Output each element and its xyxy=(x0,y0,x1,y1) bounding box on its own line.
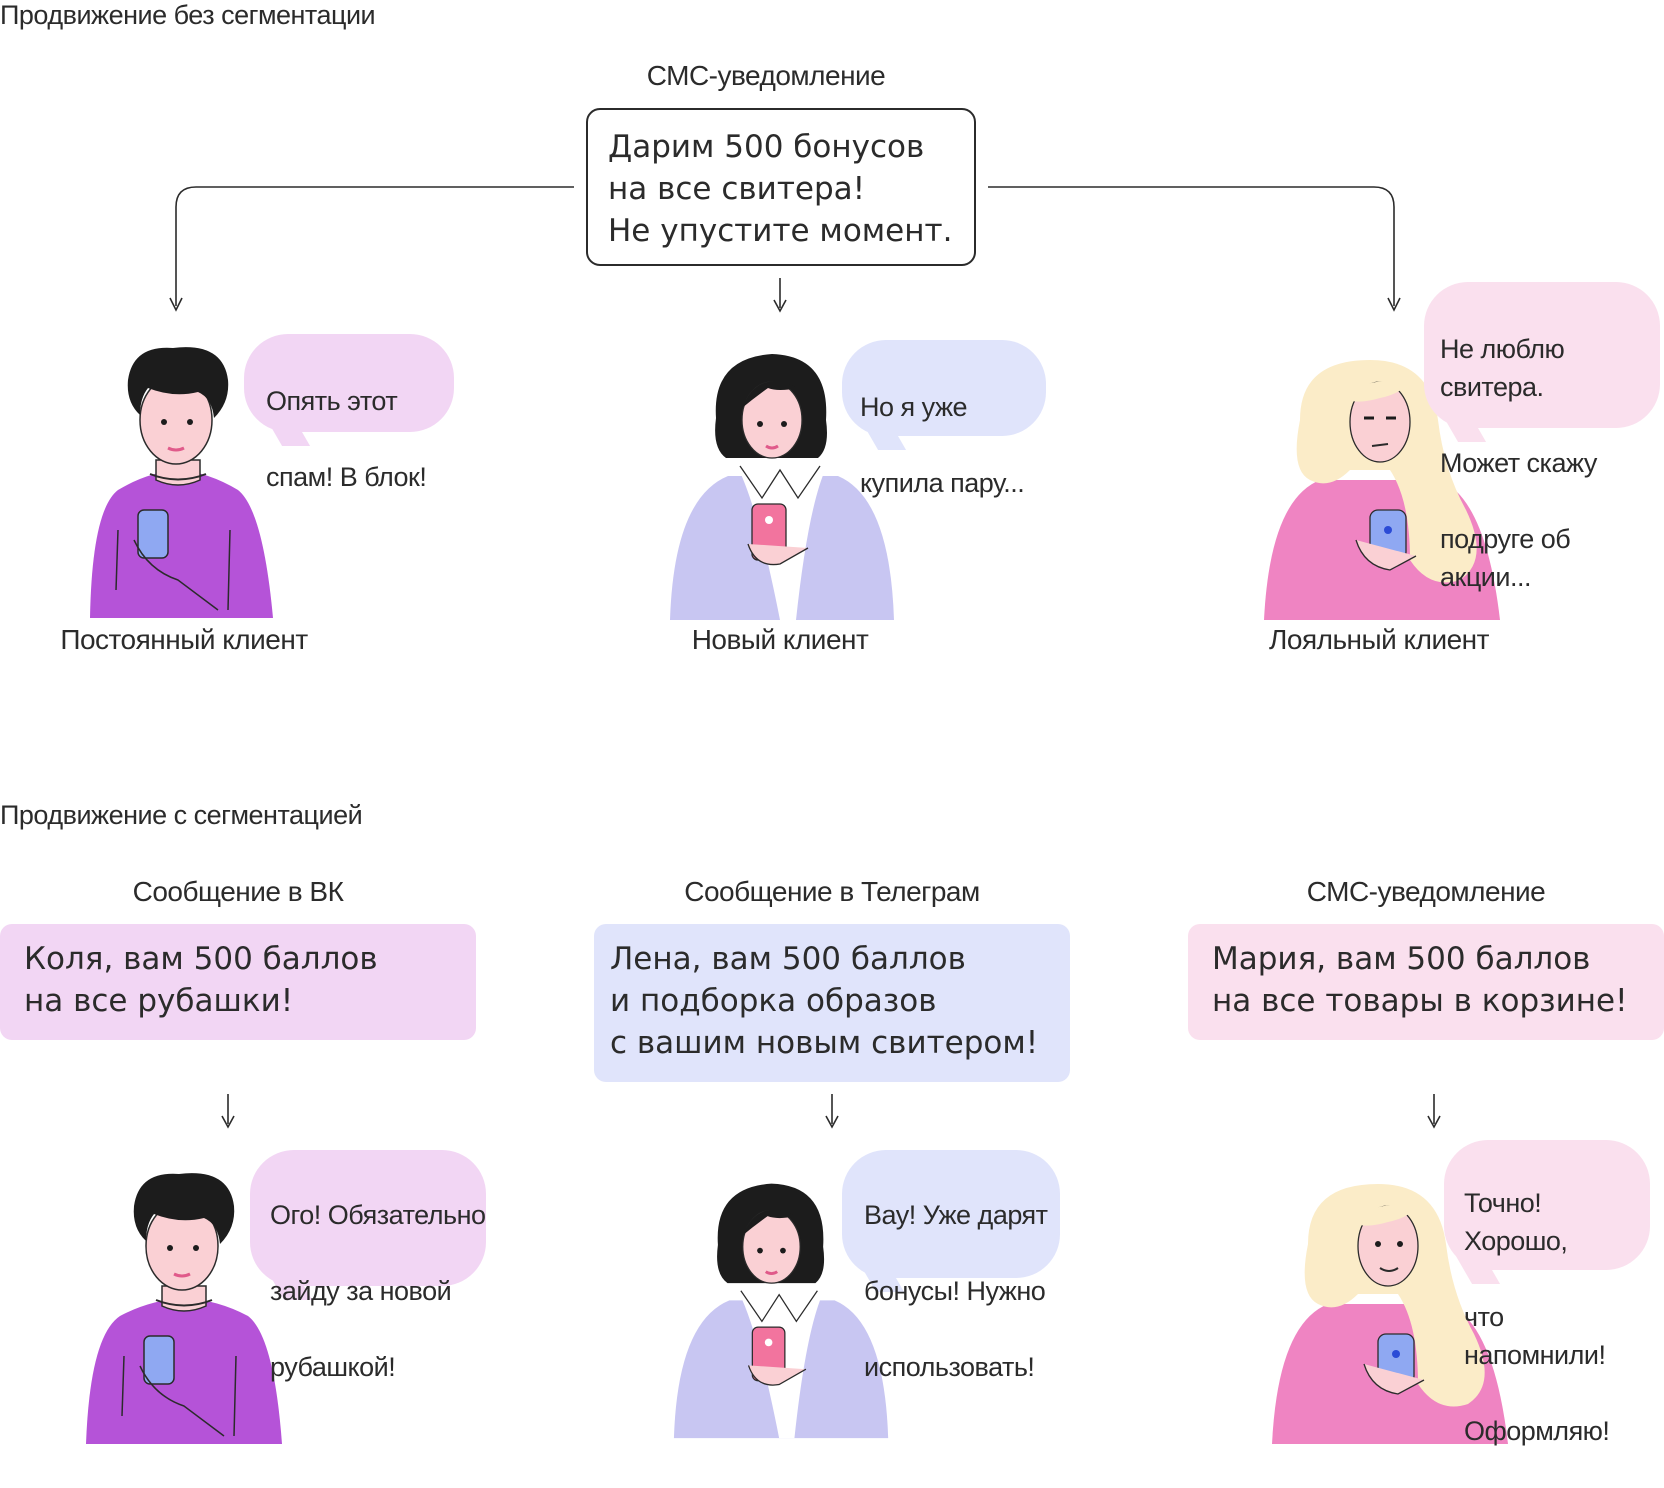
telegram-line-3: с вашим новым свитером! xyxy=(610,1025,1039,1061)
bubble-regular-top-line-1: Опять этот xyxy=(266,386,398,416)
channel-label-sms-top: СМС-уведомление xyxy=(646,60,886,91)
sms-line-1: Дарим 500 бонусов xyxy=(608,129,925,165)
bubble-new-top-line-2: купила пару... xyxy=(860,468,1025,498)
bubble-telegram-line-3: использовать! xyxy=(864,1352,1035,1382)
speech-bubble-loyal-top: Не люблю свитера. Может скажу подруге об… xyxy=(1424,282,1660,592)
message-box-telegram: Лена, вам 500 баллов и подборка образов … xyxy=(594,924,1070,1082)
sms-bottom-line-2: на все товары в корзине! xyxy=(1212,983,1628,1019)
section-title-with-segmentation: Продвижение с сегментацией xyxy=(0,800,363,830)
sms-bottom-line-1: Мария, вам 500 баллов xyxy=(1212,941,1591,977)
channel-label-vk: Сообщение в ВК xyxy=(132,876,344,907)
bubble-regular-top-line-2: спам! В блок! xyxy=(266,462,427,492)
flow-connectors xyxy=(169,186,1441,1129)
sms-message-box: Дарим 500 бонусов на все свитера! Не упу… xyxy=(586,108,976,266)
bubble-loyal-top-line-3: подруге об акции... xyxy=(1440,524,1571,592)
speech-bubble-new-top: Но я уже купила пару... xyxy=(842,340,1046,498)
woman-blonde-icon xyxy=(1272,1184,1508,1444)
bubble-sms-line-2: что напомнили! xyxy=(1464,1302,1606,1370)
telegram-line-2: и подборка образов xyxy=(610,983,937,1019)
vk-line-2: на все рубашки! xyxy=(24,983,294,1019)
sms-line-2: на все свитера! xyxy=(608,171,866,207)
man-purple-icon xyxy=(86,1173,282,1444)
bubble-sms-line-3: Оформляю! xyxy=(1464,1416,1610,1446)
speech-bubble-vk: Ого! Обязательно зайду за новой рубашкой… xyxy=(250,1150,486,1382)
bubble-new-top-line-1: Но я уже xyxy=(860,392,968,422)
section-title-no-segmentation: Продвижение без сегментации xyxy=(0,0,376,30)
arrowhead-center xyxy=(773,299,787,313)
bubble-telegram-line-1: Вау! Уже дарят xyxy=(864,1200,1048,1230)
bubble-loyal-top-line-2: Может скажу xyxy=(1440,448,1597,478)
arrowhead-right xyxy=(1387,297,1401,312)
man-purple-icon xyxy=(90,347,273,618)
bubble-vk-line-3: рубашкой! xyxy=(270,1352,396,1382)
bubble-vk-line-2: зайду за новой xyxy=(270,1276,452,1306)
speech-bubble-telegram: Вау! Уже дарят бонусы! Нужно использоват… xyxy=(842,1150,1060,1382)
woman-blonde-icon xyxy=(1264,360,1500,620)
message-box-sms: Мария, вам 500 баллов на все товары в ко… xyxy=(1188,924,1664,1040)
vk-line-1: Коля, вам 500 баллов xyxy=(24,941,378,977)
woman-lavender-icon xyxy=(670,354,894,620)
connector-right xyxy=(988,186,1395,306)
speech-bubble-regular-top: Опять этот спам! В блок! xyxy=(244,334,454,492)
channel-label-sms-bottom: СМС-уведомление xyxy=(1306,876,1546,907)
sms-line-3: Не упустите момент. xyxy=(608,213,953,249)
speech-bubble-sms: Точно! Хорошо, что напомнили! Оформляю! xyxy=(1444,1140,1650,1446)
bubble-vk-line-1: Ого! Обязательно xyxy=(270,1200,486,1230)
arrowhead-left xyxy=(169,297,183,312)
bubble-sms-line-1: Точно! Хорошо, xyxy=(1464,1188,1568,1256)
telegram-line-1: Лена, вам 500 баллов xyxy=(610,941,966,977)
client-label-new: Новый клиент xyxy=(691,624,869,655)
connector-left xyxy=(175,186,574,306)
bubble-loyal-top-line-1: Не люблю свитера. xyxy=(1440,334,1565,402)
client-label-regular: Постоянный клиент xyxy=(60,624,308,655)
bubble-telegram-line-2: бонусы! Нужно xyxy=(864,1276,1046,1306)
channel-label-telegram: Сообщение в Телеграм xyxy=(684,876,980,907)
client-label-loyal: Лояльный клиент xyxy=(1269,624,1489,655)
woman-lavender-icon xyxy=(673,1183,889,1439)
message-box-vk: Коля, вам 500 баллов на все рубашки! xyxy=(0,924,476,1040)
